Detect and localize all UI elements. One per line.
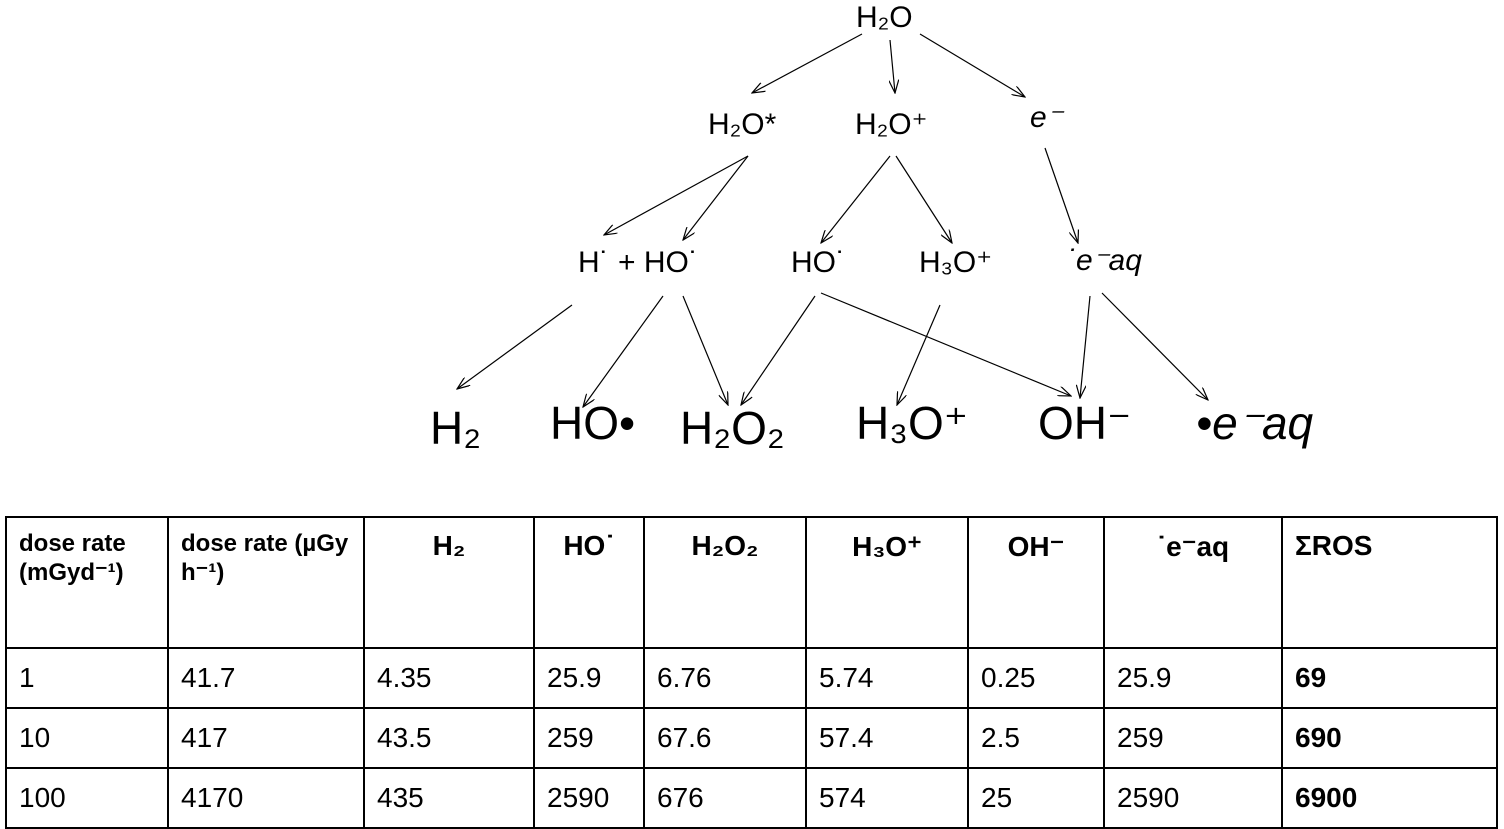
table-cell: 25 xyxy=(967,767,1105,829)
table-cell: 43.5 xyxy=(363,707,535,769)
table-row: 100 4170 435 2590 676 574 25 2590 6900 xyxy=(5,767,1498,829)
table-cell: 676 xyxy=(643,767,807,829)
table-cell: 259 xyxy=(1103,707,1283,769)
arrow-cation-to-ho xyxy=(821,155,891,243)
table-cell: 57.4 xyxy=(805,707,969,769)
arrow-h-to-h2 xyxy=(457,304,573,389)
table-cell: 259 xyxy=(533,707,645,769)
header-h2: H₂ xyxy=(363,516,535,649)
table-cell: 5.74 xyxy=(805,647,969,709)
product-aq-electron: •e⁻aq xyxy=(1196,397,1314,449)
header-h3o: H₃O⁺ xyxy=(805,516,969,649)
arrow-eaq-to-eaq xyxy=(1101,292,1208,400)
arrow-ho-to-ho xyxy=(583,295,664,407)
node-excited-water: H₂O* xyxy=(708,108,777,141)
header-hydroxyl: HO˙ xyxy=(533,516,645,649)
table-cell: 435 xyxy=(363,767,535,829)
table-cell-total: 6900 xyxy=(1281,767,1498,829)
table-cell: 25.9 xyxy=(1103,647,1283,709)
table-cell: 2590 xyxy=(1103,767,1283,829)
table-cell: 417 xyxy=(167,707,365,769)
header-dose-rate-ugyh: dose rate (µGy h⁻¹) xyxy=(167,516,365,649)
arrow-water-to-cation xyxy=(890,39,895,93)
arrow-ho-to-h2o2-a xyxy=(682,295,728,405)
ros-yield-table: dose rate (mGyd⁻¹) dose rate (µGy h⁻¹) H… xyxy=(5,516,1498,829)
arrow-h3o-to-h3o xyxy=(897,304,941,405)
header-aq-electron: ˙e⁻aq xyxy=(1103,516,1283,649)
table-row: 10 417 43.5 259 67.6 57.4 2.5 259 690 xyxy=(5,707,1498,769)
product-hydrogen-peroxide: H₂O₂ xyxy=(680,402,785,454)
node-aq-electron: ˙e⁻aq xyxy=(1066,244,1142,277)
table-cell: 0.25 xyxy=(967,647,1105,709)
table-cell: 1 xyxy=(5,647,169,709)
table-cell: 25.9 xyxy=(533,647,645,709)
arrow-electron-to-eaq xyxy=(1044,147,1078,243)
table-row: 1 41.7 4.35 25.9 6.76 5.74 0.25 25.9 69 xyxy=(5,647,1498,709)
arrow-excited-to-h xyxy=(604,155,749,235)
table-cell: 2.5 xyxy=(967,707,1105,769)
table-cell: 6.76 xyxy=(643,647,807,709)
arrow-ho2-to-h2o2 xyxy=(741,295,816,405)
product-h2: H₂ xyxy=(430,402,482,454)
arrow-water-to-electron xyxy=(919,33,1025,97)
header-dose-rate-mgyd: dose rate (mGyd⁻¹) xyxy=(5,516,169,649)
node-hydronium: H₃O⁺ xyxy=(919,246,993,279)
product-hydronium: H₃O⁺ xyxy=(856,397,969,449)
table-cell: 2590 xyxy=(533,767,645,829)
table-cell: 100 xyxy=(5,767,169,829)
node-water-cation: H₂O⁺ xyxy=(855,108,928,141)
arrow-eaq-to-oh xyxy=(1080,295,1091,398)
table-cell: 4170 xyxy=(167,767,365,829)
table-cell: 10 xyxy=(5,707,169,769)
header-h2o2: H₂O₂ xyxy=(643,516,807,649)
reaction-arrows xyxy=(0,33,1504,470)
node-water: H₂O xyxy=(856,1,913,34)
product-hydroxide: OH⁻ xyxy=(1038,397,1132,449)
table-header-row: dose rate (mGyd⁻¹) dose rate (µGy h⁻¹) H… xyxy=(5,516,1498,649)
arrow-ho2-to-oh xyxy=(820,292,1071,396)
header-sum-ros: ΣROS xyxy=(1281,516,1498,649)
arrow-cation-to-h3o xyxy=(895,155,952,243)
node-hydroxyl-radical: HO˙ xyxy=(791,246,846,279)
table-cell-total: 690 xyxy=(1281,707,1498,769)
table-cell: 41.7 xyxy=(167,647,365,709)
arrow-water-to-excited xyxy=(752,33,863,93)
product-hydroxyl-radical: HO• xyxy=(550,397,636,449)
table-cell: 574 xyxy=(805,767,969,829)
node-h-plus-hydroxyl: H˙ + HO˙ xyxy=(578,246,699,279)
arrow-excited-to-ho xyxy=(683,155,749,240)
table-cell: 67.6 xyxy=(643,707,807,769)
header-oh: OH⁻ xyxy=(967,516,1105,649)
table-cell: 4.35 xyxy=(363,647,535,709)
table-cell-total: 69 xyxy=(1281,647,1498,709)
node-electron: e⁻ xyxy=(1030,101,1063,134)
